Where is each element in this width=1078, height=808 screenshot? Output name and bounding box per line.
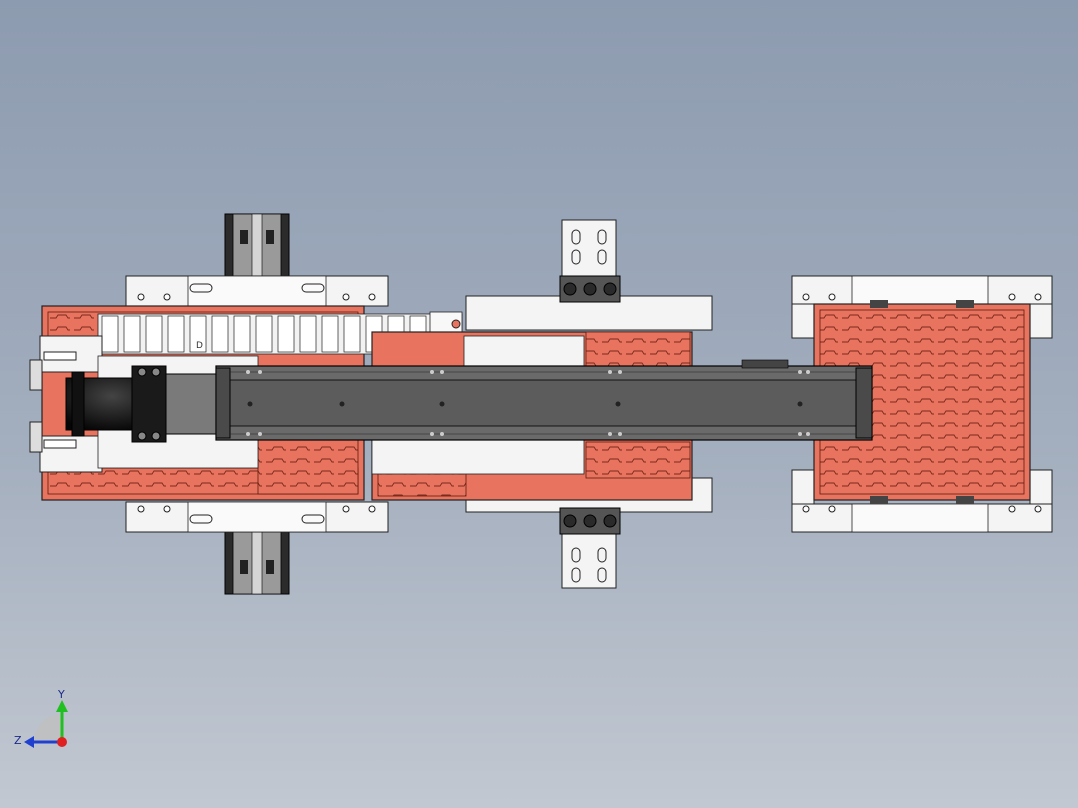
axis-triad[interactable]: Y Z	[14, 688, 68, 748]
middle-module-top-bracket	[465, 219, 713, 331]
left-module-top-plate	[125, 275, 389, 307]
left-bottom-vertical-rail	[224, 531, 290, 595]
main-linear-rail	[215, 359, 873, 441]
y-axis-label: Y	[57, 688, 65, 701]
servo-motor	[65, 365, 219, 443]
y-axis-arrowhead-icon	[56, 700, 68, 712]
left-module-bottom-plate	[125, 501, 389, 533]
axis-origin-icon	[57, 737, 67, 747]
triad-plane-icon	[34, 714, 62, 742]
z-axis-label: Z	[14, 734, 22, 747]
left-top-vertical-rail	[224, 213, 290, 277]
chain-label-a: D	[196, 341, 203, 351]
z-axis-arrowhead-icon	[24, 736, 34, 748]
